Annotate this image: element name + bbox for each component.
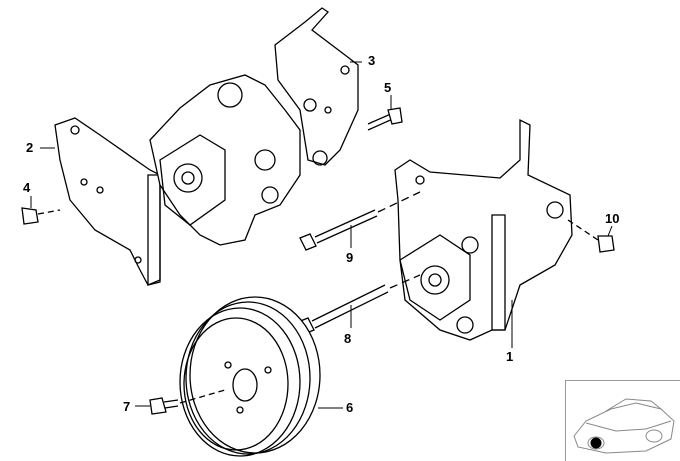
leader-lines [30, 61, 613, 409]
callout-7: 7 [123, 399, 131, 414]
bracket-2 [54, 117, 161, 286]
bolt-5 [367, 107, 403, 131]
callout-10: 10 [605, 211, 620, 226]
location-marker-icon [590, 437, 602, 449]
bolt-8 [297, 274, 421, 335]
vehicle-locator-thumbnail [565, 380, 680, 461]
bolt-7 [149, 389, 226, 415]
bolt-4 [21, 207, 61, 225]
callout-5: 5 [384, 80, 392, 95]
car-outline-icon [573, 398, 675, 454]
bolt-9 [299, 191, 421, 251]
callout-8: 8 [344, 331, 352, 346]
bracket-3 [274, 7, 359, 166]
bolt-10 [564, 217, 615, 253]
callout-9: 9 [346, 250, 354, 265]
callout-4: 4 [23, 180, 31, 195]
callout-3: 3 [368, 53, 376, 68]
callout-6: 6 [346, 400, 354, 415]
callout-2: 2 [26, 140, 34, 155]
pulley-6 [179, 296, 321, 457]
callout-1: 1 [506, 349, 514, 364]
pump-upper [149, 74, 301, 246]
pump-assembly-right [394, 118, 573, 341]
